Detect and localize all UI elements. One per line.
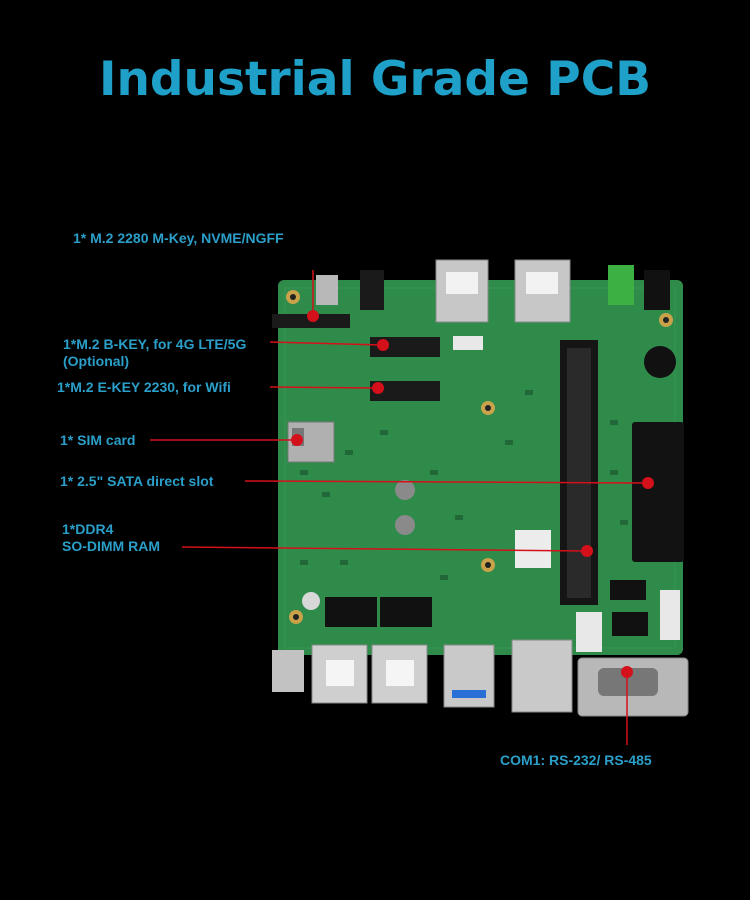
marker-sim — [291, 434, 303, 446]
sata-slot — [632, 422, 684, 562]
label-sim: 1* SIM card — [60, 432, 136, 448]
label-ddr4: 1*DDR4 — [62, 521, 114, 537]
label-m2-bkey-note: (Optional) — [63, 353, 130, 369]
dc-in-port — [272, 650, 304, 692]
page-title: Industrial Grade PCB — [98, 52, 652, 107]
callouts — [150, 270, 649, 745]
label-sata: 1* 2.5" SATA direct slot — [60, 473, 214, 489]
m2-ekey-slot — [370, 381, 440, 401]
hdmi-port — [511, 639, 573, 713]
buzzer — [644, 346, 676, 378]
marker-com1 — [621, 666, 633, 678]
marker-m2-mkey — [307, 310, 319, 322]
usb-c-port — [316, 275, 338, 305]
label-m2-ekey: 1*M.2 E-KEY 2230, for Wifi — [57, 379, 231, 395]
label-ddr4-line2: SO-DIMM RAM — [62, 538, 160, 554]
marker-ddr4 — [581, 545, 593, 557]
marker-sata — [642, 477, 654, 489]
label-com1: COM1: RS-232/ RS-485 — [500, 752, 652, 768]
label-m2-bkey: 1*M.2 B-KEY, for 4G LTE/5G — [63, 336, 247, 352]
marker-m2-ekey — [372, 382, 384, 394]
dc-terminal — [608, 265, 634, 305]
audio-jack — [360, 270, 384, 310]
power-jack — [644, 270, 670, 310]
label-m2-mkey: 1* M.2 2280 M-Key, NVME/NGFF — [73, 230, 284, 246]
marker-m2-bkey — [377, 339, 389, 351]
